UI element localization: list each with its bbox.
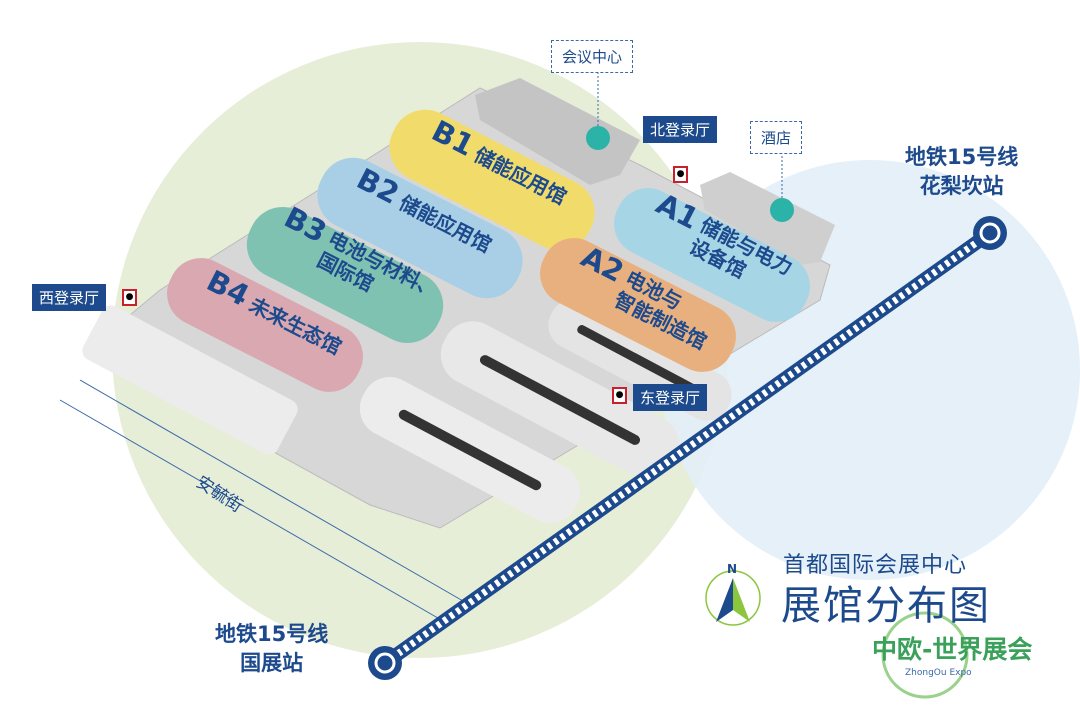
hotel-icon [770,198,794,222]
hall-bodies [82,299,732,523]
compass-north-label: N [727,562,738,576]
hall-pill-b2[interactable] [306,146,535,310]
hall-pill-a2[interactable] [529,227,747,383]
expo-logo [881,611,969,699]
west-entrance-icon: ● [122,289,137,306]
logo-subtext: ZhongOu Expo [905,668,972,678]
hall-pill-b4[interactable] [156,247,374,403]
conference-icon [586,126,610,150]
map-title: 首都国际会展中心 [783,553,968,578]
conference-building [475,78,640,185]
north-entrance-tag: 北登录厅 [643,116,718,143]
metro-line-15 [380,227,995,669]
station-line: 地铁15号线 [215,622,329,646]
logo-text: 中欧-世界展会 [872,635,1033,664]
hotel-building [700,172,835,265]
west-entrance-tag: 西登录厅 [32,284,107,311]
hall-pills [156,98,821,403]
compass-icon [705,570,761,626]
metro-icon-north [973,216,1007,250]
north-entrance-icon: ● [673,166,688,183]
map-subtitle: 展馆分布图 [781,583,991,629]
east-entrance-icon: ● [612,387,627,404]
street-line [79,379,471,606]
conference-center-label: 会议中心 [551,40,634,73]
east-entrance-tag: 东登录厅 [633,384,708,411]
station-name: 国展站 [240,651,304,675]
station-name: 花梨坎站 [919,174,1004,198]
hotel-label: 酒店 [750,121,803,154]
metro-icon-south [368,646,402,680]
station-guozhan: 地铁15号线国展站 [215,620,328,678]
hall-pill-b1[interactable] [378,98,607,262]
street-line [59,399,451,626]
hall-pill-a1[interactable] [603,177,821,333]
station-hualikan: 地铁15号线花梨坎站 [905,143,1018,201]
station-line: 地铁15号线 [905,145,1019,169]
hall-pill-b3[interactable] [235,195,455,354]
